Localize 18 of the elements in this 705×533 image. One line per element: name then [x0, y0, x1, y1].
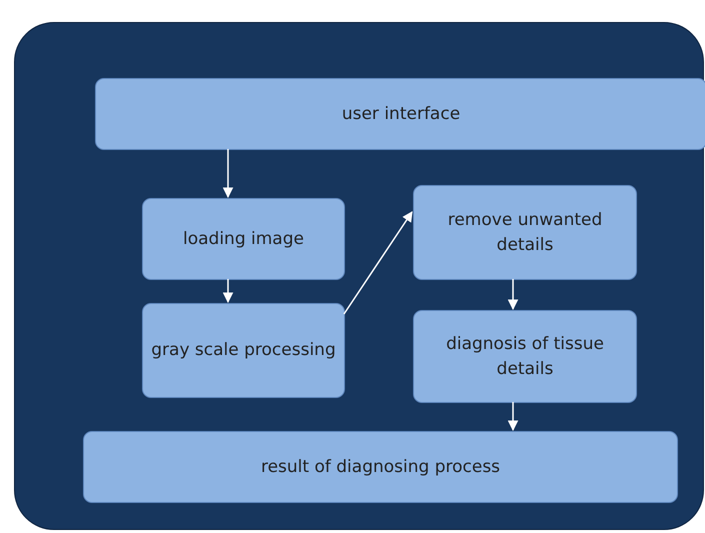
arrow: [508, 402, 518, 432]
box-label: remove unwanted details: [446, 208, 604, 256]
process-box: [83, 431, 678, 503]
process-box: [142, 198, 345, 280]
arrow: [222, 279, 234, 304]
box-label: user interface: [340, 102, 462, 126]
arrow: [508, 279, 518, 310]
process-box: [95, 78, 705, 150]
arrow: [222, 149, 234, 198]
process-box: [413, 185, 637, 280]
process-box: [142, 303, 345, 398]
container-panel: [14, 22, 704, 530]
box-label: result of diagnosing process: [260, 456, 502, 479]
process-box: [413, 310, 637, 403]
box-label: diagnosis of tissue details: [445, 332, 605, 380]
box-label: loading image: [182, 228, 305, 251]
box-label: gray scale processing: [150, 339, 337, 362]
arrow: [343, 211, 413, 314]
